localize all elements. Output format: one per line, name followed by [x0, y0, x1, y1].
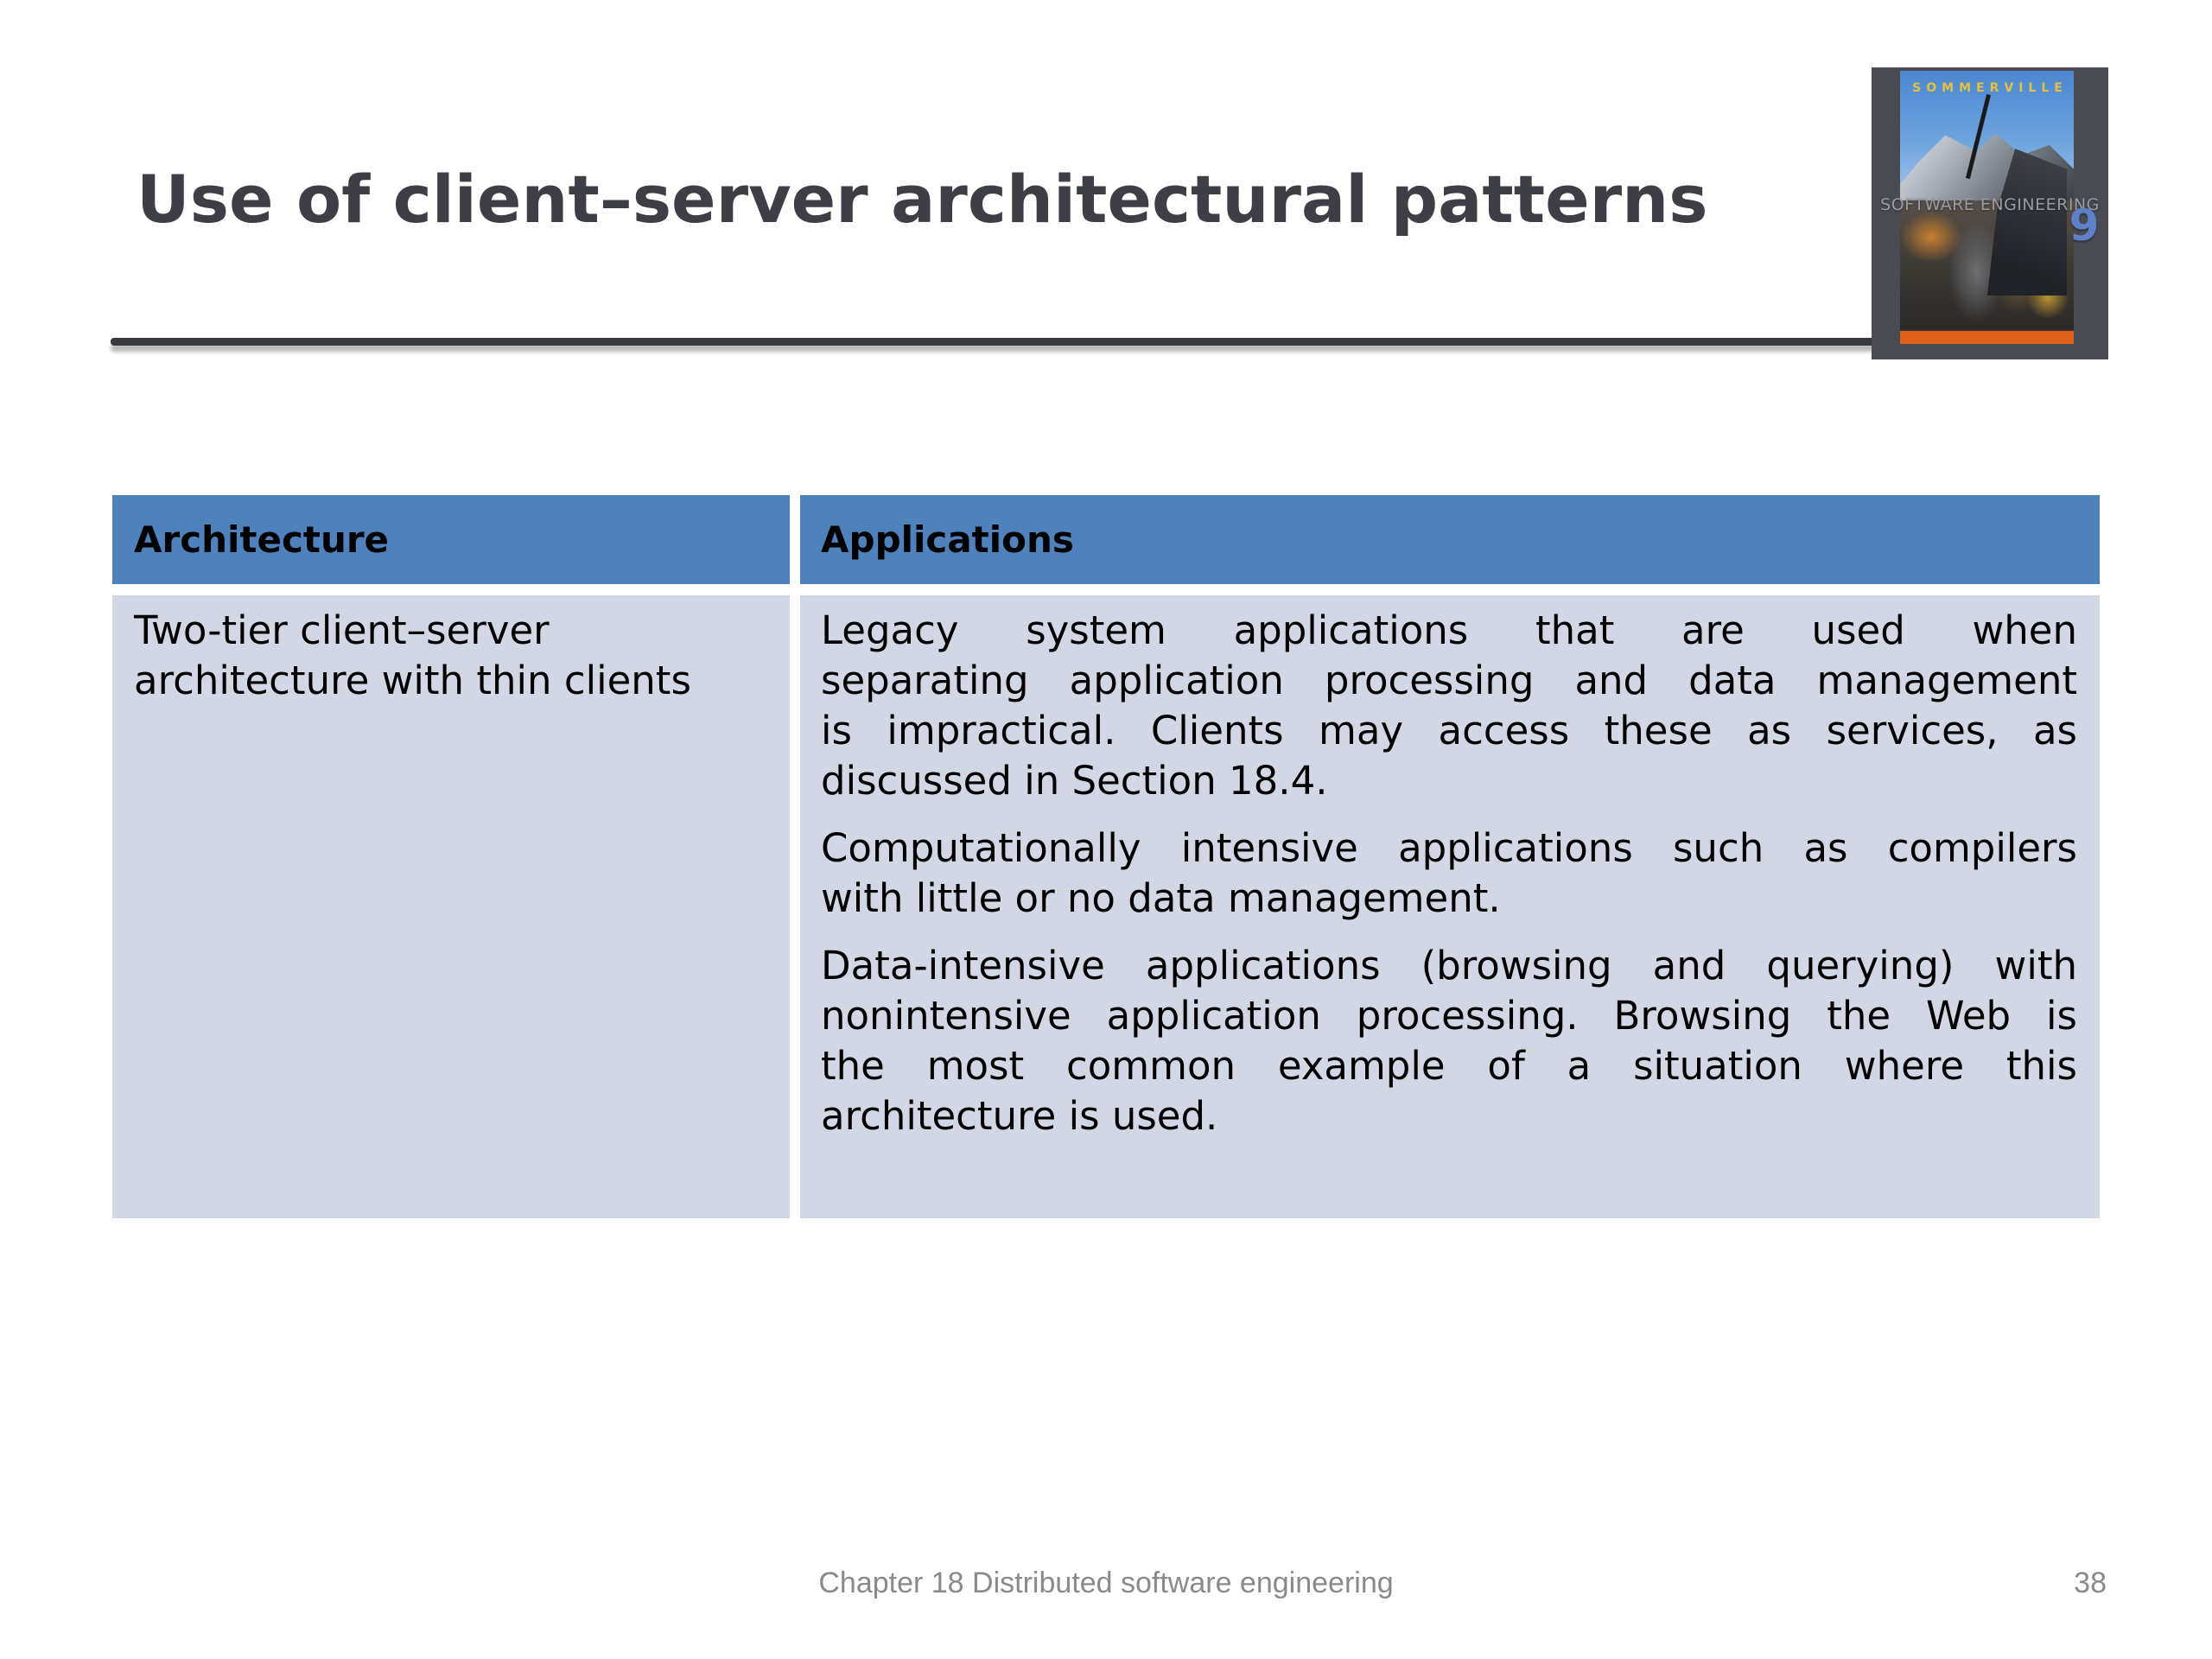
architecture-line: Two-tier client–server	[134, 607, 550, 653]
book-cover: SOMMERVILLE SOFTWARE ENGINEERING 9	[1872, 67, 2108, 359]
paragraph-line: Legacy system applications that are used…	[821, 607, 2077, 653]
slide-title: Use of client–server architectural patte…	[137, 161, 1708, 238]
cover-orange-strip	[1900, 331, 2074, 344]
book-author-label: SOMMERVILLE	[1912, 81, 2068, 95]
paragraph-line: the most common example of a situation w…	[821, 1043, 2077, 1089]
applications-paragraph: Data-intensive applications (browsing an…	[821, 941, 2077, 1141]
title-underline-rule	[111, 338, 1878, 346]
book-cover-photo	[1900, 71, 2074, 344]
paragraph-line: Computationally intensive applications s…	[821, 825, 2077, 871]
book-title-label: SOFTWARE ENGINEERING	[1880, 195, 2100, 214]
paragraph-line: with little or no data management.	[821, 875, 1501, 921]
paragraph-line: is impractical. Clients may access these…	[821, 708, 2077, 753]
paragraph-line: architecture is used.	[821, 1093, 1218, 1139]
table-row: Two-tier client–server architecture with…	[112, 595, 2100, 1218]
table-header-row: Architecture Applications	[112, 495, 2100, 584]
page-number: 38	[2074, 1567, 2107, 1599]
book-edition-number: 9	[2069, 200, 2100, 251]
footer-chapter-label: Chapter 18 Distributed software engineer…	[818, 1567, 1394, 1599]
paragraph-line: nonintensive application processing. Bro…	[821, 993, 2077, 1039]
paragraph-line: separating application processing and da…	[821, 658, 2077, 703]
applications-paragraph: Legacy system applications that are used…	[821, 606, 2077, 806]
paragraph-line: Data-intensive applications (browsing an…	[821, 943, 2077, 988]
paragraph-line: discussed in Section 18.4.	[821, 758, 1328, 804]
architectural-patterns-table: Architecture Applications Two-tier clien…	[112, 495, 2100, 1218]
table-header-architecture: Architecture	[112, 495, 790, 584]
cell-applications: Legacy system applications that are used…	[800, 595, 2100, 1218]
table-header-applications: Applications	[800, 495, 2100, 584]
cell-architecture: Two-tier client–server architecture with…	[112, 595, 790, 1218]
architecture-line: architecture with thin clients	[134, 658, 691, 703]
applications-paragraph: Computationally intensive applications s…	[821, 823, 2077, 924]
